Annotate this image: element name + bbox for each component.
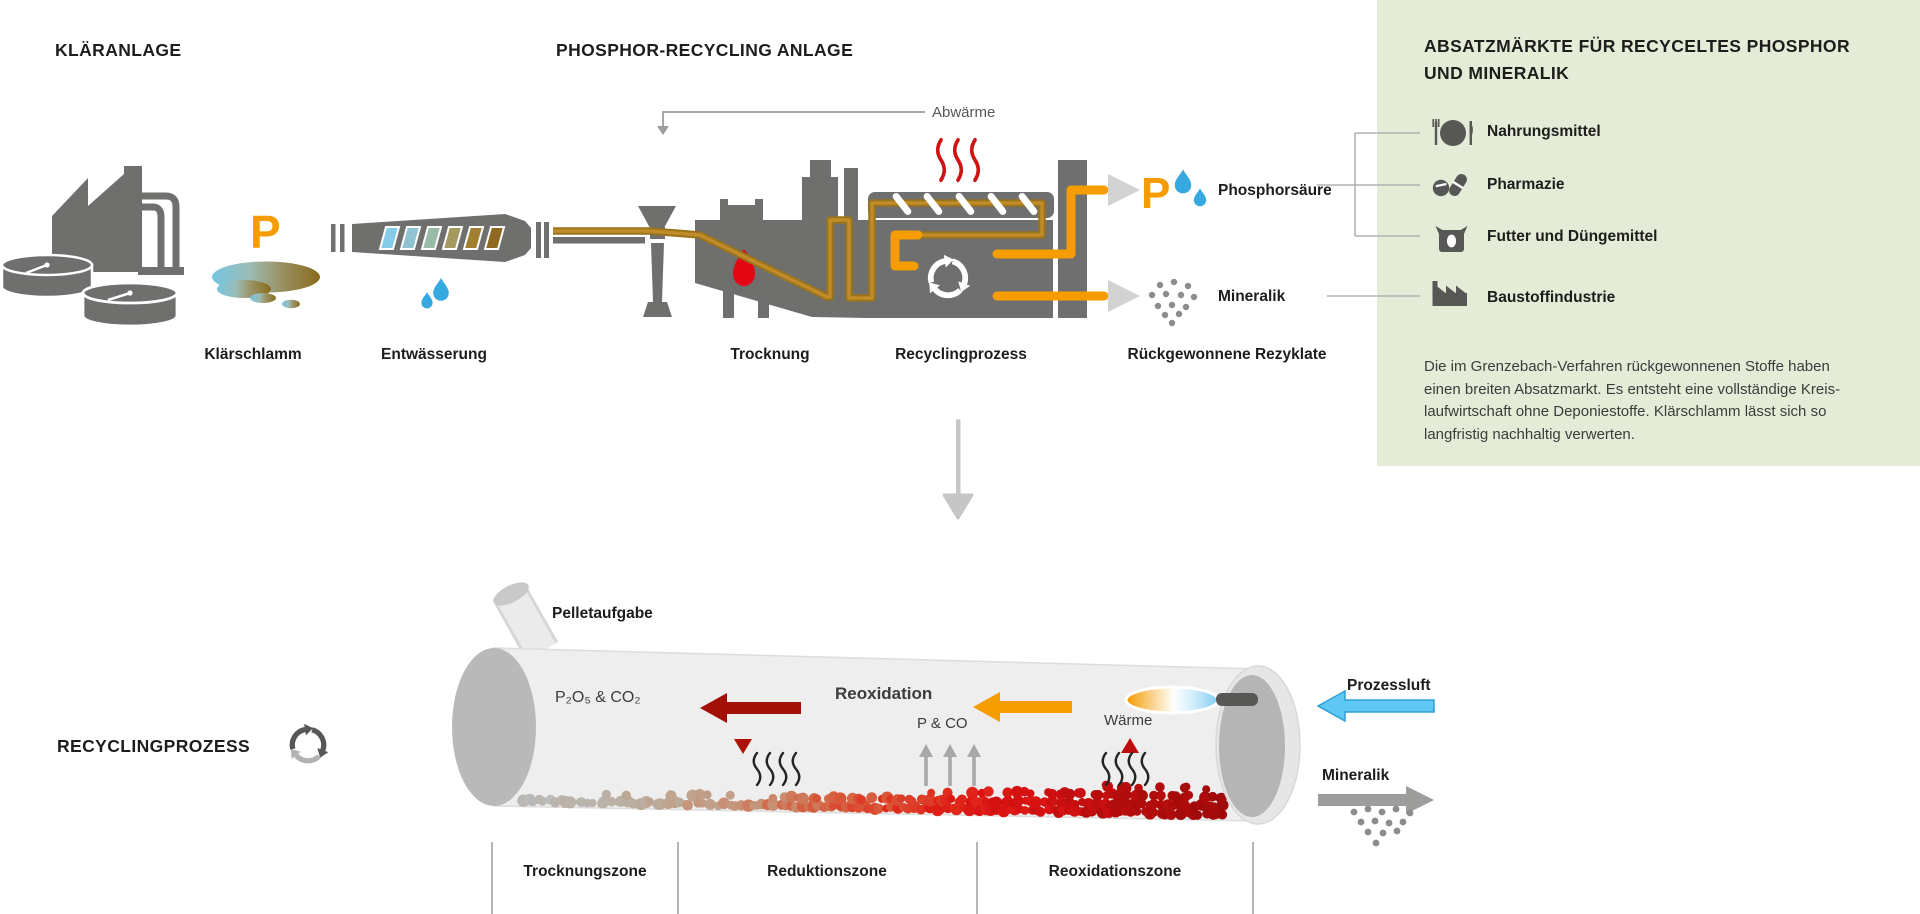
flow-down-arrow <box>942 419 974 520</box>
mineral-dots-icon <box>1350 805 1414 847</box>
clarifier-tank-icon <box>0 253 94 299</box>
heat-up-triangle <box>1121 738 1139 753</box>
sludge-puddle-icon <box>212 261 320 309</box>
recycling-plant-icon <box>553 111 1207 327</box>
cutlery-plate-icon <box>1432 119 1473 146</box>
markets-panel-title: ABSATZMÄRKTE FÜR RECYCELTES PHOSPHOR UND… <box>1424 36 1850 84</box>
kiln-left-cap <box>452 648 536 806</box>
caption-recyclingprozess: Recyclingprozess <box>895 346 1027 363</box>
burner-nozzle-icon <box>1216 693 1258 706</box>
section-title-klaeranlage: KLÄRANLAGE <box>55 40 182 60</box>
market-item-futter-duengemittel: Futter und Düngemittel <box>1487 228 1658 245</box>
conveyor-icon <box>553 237 645 244</box>
zone-label-reoxidationszone: Reoxidationszone <box>1048 863 1182 880</box>
orange-pipe-icon <box>890 185 1109 301</box>
output-label-mineralik: Mineralik <box>1218 288 1286 305</box>
label-pelletaufgabe: Pelletaufgabe <box>552 605 653 622</box>
label-waerme: Wärme <box>1104 712 1153 729</box>
heat-down-triangle <box>734 739 752 754</box>
heat-waves-icon <box>938 140 979 180</box>
label-mineralik-out: Mineralik <box>1322 767 1390 784</box>
waste-heat-label: Abwärme <box>932 104 996 121</box>
rotary-kiln-icon <box>452 582 1435 914</box>
water-drop-icon <box>433 278 449 301</box>
waste-heat-callout <box>657 111 925 135</box>
phosphor-symbol: P <box>250 206 281 258</box>
label-p-co: P & CO <box>917 715 968 732</box>
label-prozessluft: Prozessluft <box>1347 677 1431 694</box>
pellet-bed <box>517 780 1229 820</box>
phosphor-symbol-output: P <box>1141 169 1171 218</box>
connector-lines <box>1317 132 1420 297</box>
recycle-icon <box>285 721 329 770</box>
label-reoxidation: Reoxidation <box>835 684 933 703</box>
section-title-recycling-anlage: PHOSPHOR-RECYCLING ANLAGE <box>556 40 854 60</box>
mineral-out-arrow <box>1318 786 1434 814</box>
reoxidation-flow-arrow <box>973 692 1072 722</box>
caption-entwaesserung: Entwässerung <box>381 346 487 363</box>
exchanger-slats-icon <box>892 193 1038 215</box>
feed-sack-icon <box>1435 226 1468 252</box>
p2o5-flow-arrow <box>700 693 801 723</box>
mineral-dots-icon <box>1148 278 1198 327</box>
markets-description: Die im Grenzebach-Verfahren rückgewonnen… <box>1424 358 1841 443</box>
market-icons <box>1432 119 1473 306</box>
output-arrow-icon <box>1108 280 1140 312</box>
caption-klaerschlamm: Klärschlamm <box>204 346 302 363</box>
process-air-arrow <box>1316 689 1435 723</box>
clarifier-tank-icon <box>81 281 179 328</box>
water-drop-icon <box>1174 169 1192 194</box>
output-label-phosphorsaeure: Phosphorsäure <box>1218 182 1332 199</box>
caption-trocknung: Trocknung <box>730 346 810 363</box>
pellet-inlet-icon <box>493 582 529 606</box>
market-item-pharmazie: Pharmazie <box>1487 176 1565 193</box>
zone-label-reduktionszone: Reduktionszone <box>767 863 887 880</box>
label-p2o5-co2: P₂O₅ & CO₂ <box>555 689 641 706</box>
markets-panel <box>1377 0 1920 466</box>
caption-rueckgewonnene-rezyklate: Rückgewonnene Rezyklate <box>1127 346 1327 363</box>
zone-dividers <box>491 842 1254 914</box>
screw-press-icon <box>331 214 549 309</box>
factory-icon <box>1432 281 1467 306</box>
output-arrow-icon <box>1108 174 1140 206</box>
sewage-plant-icon <box>0 166 184 328</box>
pills-icon <box>1432 173 1467 197</box>
section-title-recyclingprozess: RECYCLINGPROZESS <box>57 736 251 756</box>
water-drop-icon <box>1193 188 1207 207</box>
water-drop-icon <box>421 292 433 309</box>
burner-flame-icon <box>1124 685 1220 715</box>
market-item-nahrungsmittel: Nahrungsmittel <box>1487 123 1601 140</box>
zone-label-trocknungszone: Trocknungszone <box>523 863 647 880</box>
market-item-baustoffindustrie: Baustoffindustrie <box>1487 289 1616 306</box>
